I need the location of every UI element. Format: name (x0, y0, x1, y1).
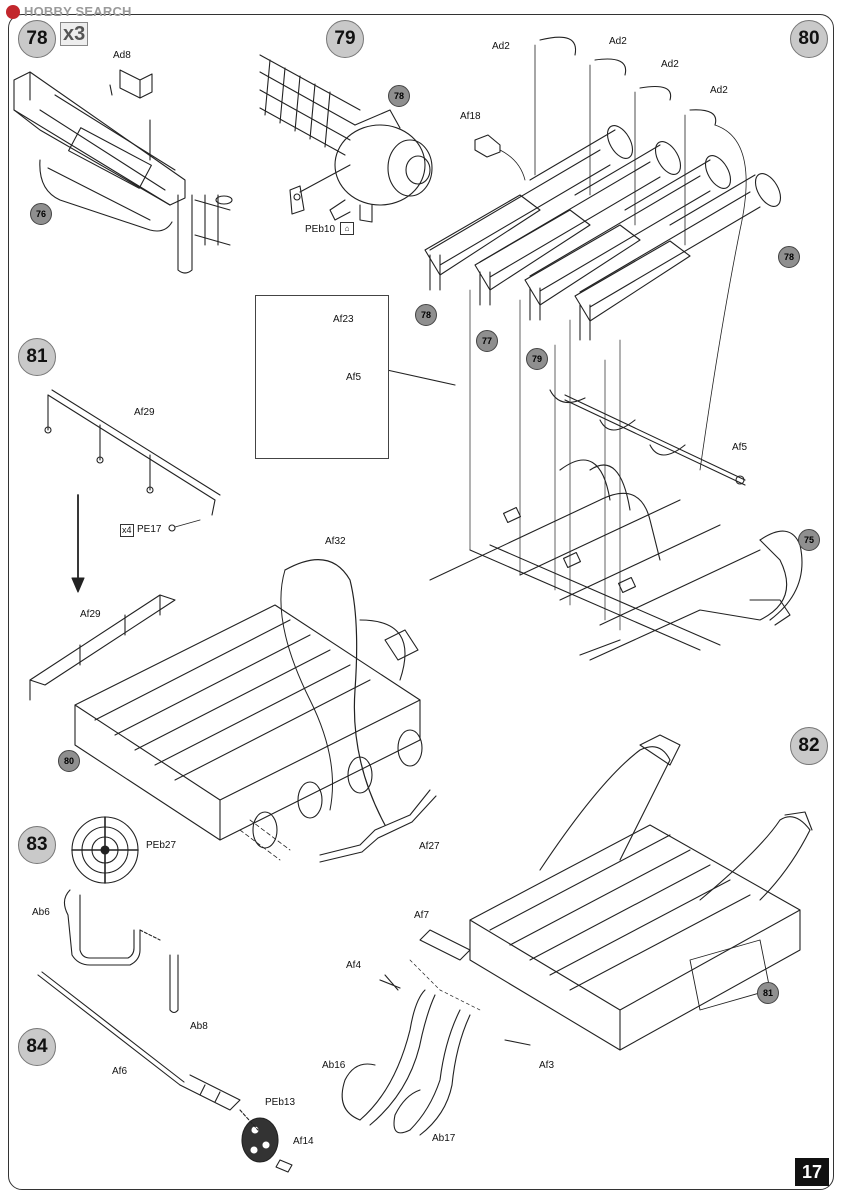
step-84-badge: 84 (18, 1028, 56, 1066)
part-label-ad8: Ad8 (113, 50, 131, 61)
part-label-af14: Af14 (293, 1136, 314, 1147)
part-label-ad2-3: Ad2 (661, 59, 679, 70)
ref-81: 81 (757, 982, 779, 1004)
step83-drawing (63, 816, 179, 1014)
part-label-peb27: PEb27 (146, 840, 177, 851)
part-label-af27: Af27 (419, 841, 440, 852)
step-81-badge: 81 (18, 338, 56, 376)
part-label-af29-top: Af29 (134, 407, 155, 418)
part-label-af18: Af18 (460, 111, 481, 122)
step81-drawing (29, 389, 437, 863)
part-label-af6: Af6 (112, 1066, 128, 1077)
part-label-af4: Af4 (346, 960, 362, 971)
part-label-ab17: Ab17 (432, 1133, 456, 1144)
ref-75: 75 (798, 529, 820, 551)
logo-icon (6, 4, 20, 19)
step82-drawing (341, 734, 813, 1136)
ref-79: 79 (526, 348, 548, 370)
part-label-af23: Af23 (333, 314, 354, 325)
part-label-af3: Af3 (539, 1060, 555, 1071)
step-78-badge: 78 (18, 20, 56, 58)
page-frame (8, 14, 834, 1190)
part-label-pe17: PE17 (137, 524, 162, 535)
part-label-peb10: PEb10 (305, 224, 336, 235)
part-label-ad2-1: Ad2 (492, 41, 510, 52)
part-label-ad2-4: Ad2 (710, 85, 728, 96)
part-label-peb13: PEb13 (265, 1097, 296, 1108)
page-number: 17 (795, 1158, 829, 1186)
step-80-badge: 80 (790, 20, 828, 58)
part-label-af29-lower: Af29 (80, 609, 101, 620)
watermark-text: HOBBY SEARCH (24, 4, 132, 19)
part-label-ab16: Ab16 (322, 1060, 346, 1071)
multiplier-badge: x3 (60, 22, 89, 46)
part-label-ad2-2: Ad2 (609, 36, 627, 47)
step79-drawing (259, 54, 433, 223)
part-label-af5: Af5 (732, 442, 748, 453)
quantity-badge: x4 (120, 524, 134, 537)
ref-80: 80 (58, 750, 80, 772)
part-label-af7: Af7 (414, 910, 430, 921)
part-label-af32: Af32 (325, 536, 346, 547)
step78-drawing (13, 69, 233, 274)
part-label-ab8: Ab8 (190, 1021, 208, 1032)
step-83-badge: 83 (18, 826, 56, 864)
step80-drawing (424, 36, 803, 661)
ref-78-right: 78 (778, 246, 800, 268)
ref-78-step79: 78 (388, 85, 410, 107)
photo-etch-icon: ⌂ (340, 222, 354, 235)
part-label-ab6: Ab6 (32, 907, 50, 918)
ref-78-left: 78 (415, 304, 437, 326)
ref-76: 76 (30, 203, 52, 225)
step84-drawing (37, 971, 293, 1173)
step-82-badge: 82 (790, 727, 828, 765)
detail-inset (255, 295, 389, 459)
part-label-af5-inset: Af5 (346, 372, 362, 383)
watermark: HOBBY SEARCH (6, 4, 132, 19)
ref-77: 77 (476, 330, 498, 352)
step-79-badge: 79 (326, 20, 364, 58)
